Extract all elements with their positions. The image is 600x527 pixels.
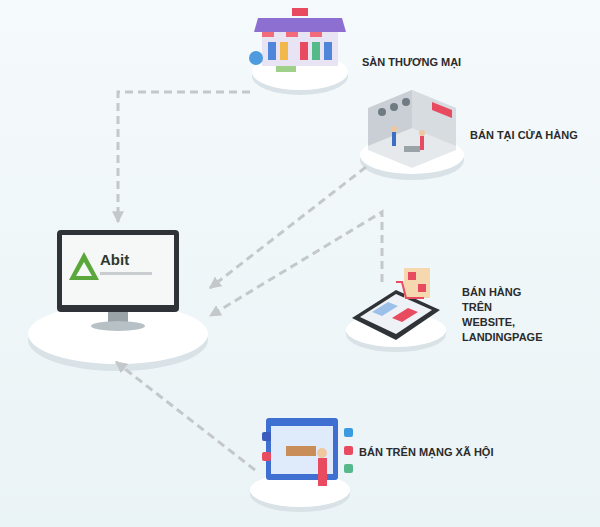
phone-illustration bbox=[346, 268, 446, 352]
channel-node: SÀN THƯƠNG MẠI bbox=[250, 22, 461, 102]
channel-label: BÁN TẠI CỬA HÀNG bbox=[470, 128, 578, 143]
store-illustration bbox=[360, 90, 464, 180]
channel-label: BÁN TRÊN MẠNG XÃ HỘI bbox=[359, 445, 493, 460]
dashed-arrow bbox=[210, 167, 366, 288]
dashed-arrow bbox=[210, 212, 382, 316]
system-node: Abit bbox=[30, 222, 210, 362]
channel-label: SÀN THƯƠNG MẠI bbox=[362, 55, 461, 70]
computer-illustration bbox=[28, 230, 208, 371]
marketplace-illustration bbox=[249, 8, 348, 95]
logo-text: Abit bbox=[100, 252, 129, 267]
dashed-arrow bbox=[118, 92, 250, 222]
social-illustration bbox=[250, 418, 353, 512]
channel-node: BÁN TẠI CỬA HÀNG bbox=[362, 95, 578, 175]
channel-node: BÁN HÀNG TRÊN WEBSITE, LANDINGPAGE bbox=[350, 282, 546, 348]
channel-label: BÁN HÀNG TRÊN WEBSITE, LANDINGPAGE bbox=[462, 285, 546, 344]
channel-node: BÁN TRÊN MẠNG XÃ HỘI bbox=[255, 414, 493, 490]
dashed-arrow bbox=[116, 362, 255, 470]
